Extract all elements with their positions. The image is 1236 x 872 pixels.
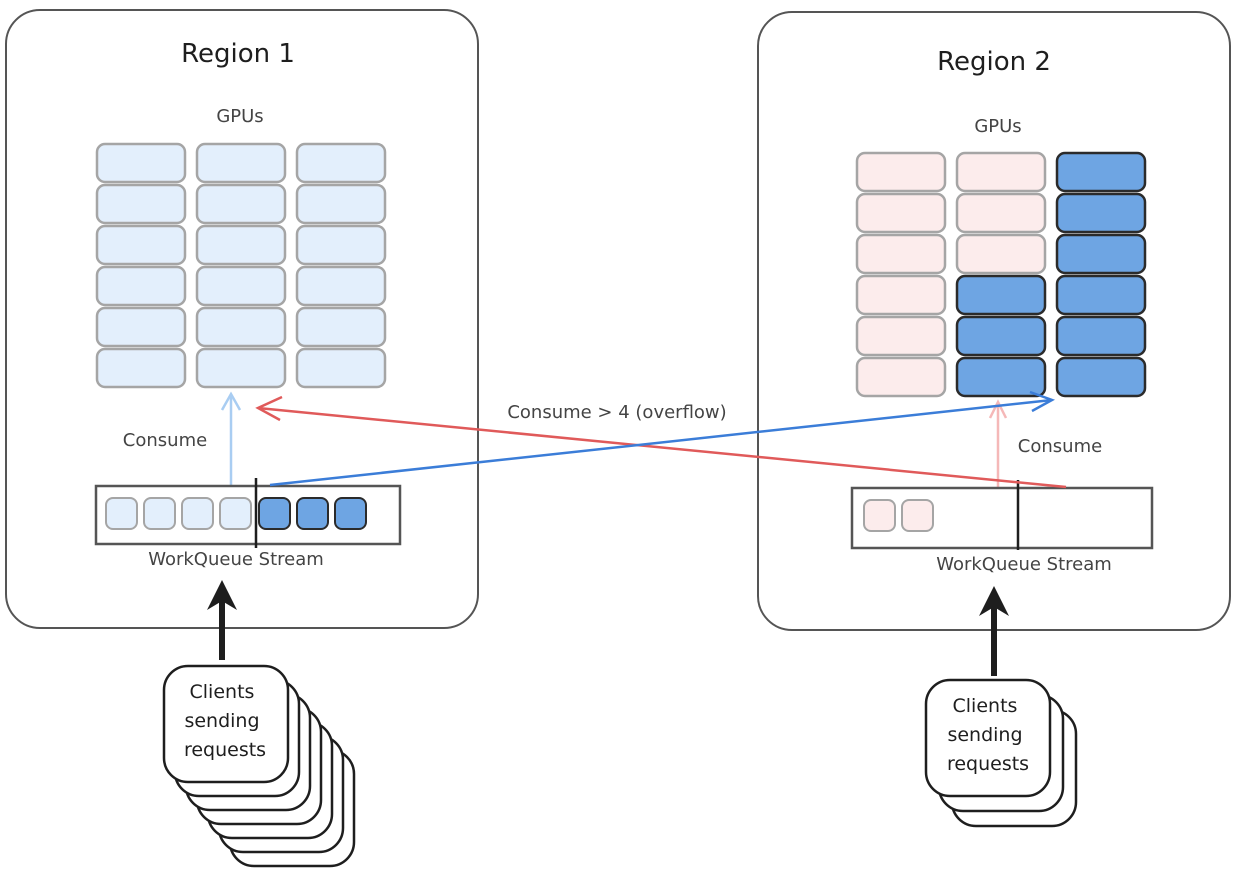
gpu-busy (1055, 192, 1147, 234)
gpu-idle (855, 356, 947, 398)
region-2-workqueue-stream (850, 486, 1154, 550)
gpu-idle (295, 347, 387, 389)
gpu-idle (295, 183, 387, 225)
region-1-queue-label: WorkQueue Stream (148, 549, 324, 570)
gpu-idle (855, 151, 947, 193)
gpu-idle (95, 142, 187, 184)
queue-item-pending (219, 497, 252, 530)
queue-item-pending (863, 499, 896, 532)
region-2-consume-arrow (988, 399, 1008, 488)
queue-item-pending (105, 497, 138, 530)
region-2-consume-label: Consume (1018, 436, 1102, 457)
gpu-idle (295, 224, 387, 266)
gpu-idle (195, 224, 287, 266)
gpu-idle (855, 192, 947, 234)
overflow-arrow-region1-to-region2 (269, 390, 1056, 487)
gpu-idle (195, 347, 287, 389)
overflow-label: Consume > 4 (overflow) (507, 402, 726, 423)
region-2-clients-stack (924, 678, 1078, 828)
gpu-busy (1055, 315, 1147, 357)
region-1: Region 1 GPUs Consume WorkQueue Stream C… (5, 9, 479, 868)
gpu-busy (955, 356, 1047, 398)
gpu-idle (195, 265, 287, 307)
queue-item-pending (181, 497, 214, 530)
clients-card (924, 678, 1052, 798)
gpu-idle (195, 142, 287, 184)
gpu-idle (95, 183, 187, 225)
gpu-idle (955, 151, 1047, 193)
region-2-queue-items (863, 499, 934, 532)
gpu-idle (195, 306, 287, 348)
queue-item-overflow (334, 497, 367, 530)
gpu-idle (95, 224, 187, 266)
queue-item-overflow (296, 497, 329, 530)
gpu-busy (1055, 356, 1147, 398)
region-2-clients-label: Clients sending requests (947, 695, 1029, 775)
region-1-clients-label: Clients sending requests (184, 681, 266, 761)
clients-card (162, 664, 290, 784)
region-1-consume-arrow (220, 391, 242, 486)
queue-item-pending (901, 499, 934, 532)
gpu-busy (955, 274, 1047, 316)
gpu-idle (295, 142, 387, 184)
region-2-title: Region 2 (937, 47, 1051, 77)
overflow-arrow-region2-to-region1 (255, 395, 1067, 489)
queue-item-pending (143, 497, 176, 530)
region-1-gpus-label: GPUs (216, 106, 263, 127)
gpu-idle (855, 274, 947, 316)
gpu-idle (95, 306, 187, 348)
region-2: Region 2 GPUs Consume WorkQueue Stream C… (757, 11, 1231, 828)
gpu-idle (95, 265, 187, 307)
gpu-busy (1055, 151, 1147, 193)
gpu-idle (955, 233, 1047, 275)
gpu-idle (295, 265, 387, 307)
region-2-gpu-grid (855, 151, 1147, 398)
region-1-consume-label: Consume (123, 430, 207, 451)
region-2-gpus-label: GPUs (974, 116, 1021, 137)
gpu-idle (855, 233, 947, 275)
region-1-queue-items (105, 497, 367, 530)
region-2-queue-label: WorkQueue Stream (936, 554, 1112, 575)
gpu-idle (855, 315, 947, 357)
queue-item-overflow (258, 497, 291, 530)
region-1-title: Region 1 (181, 39, 295, 69)
gpu-busy (955, 315, 1047, 357)
region-1-gpu-grid (95, 142, 387, 389)
gpu-idle (95, 347, 187, 389)
gpu-idle (295, 306, 387, 348)
gpu-idle (195, 183, 287, 225)
region-1-clients-stack (162, 664, 356, 868)
gpu-idle (955, 192, 1047, 234)
gpu-busy (1055, 233, 1147, 275)
gpu-busy (1055, 274, 1147, 316)
